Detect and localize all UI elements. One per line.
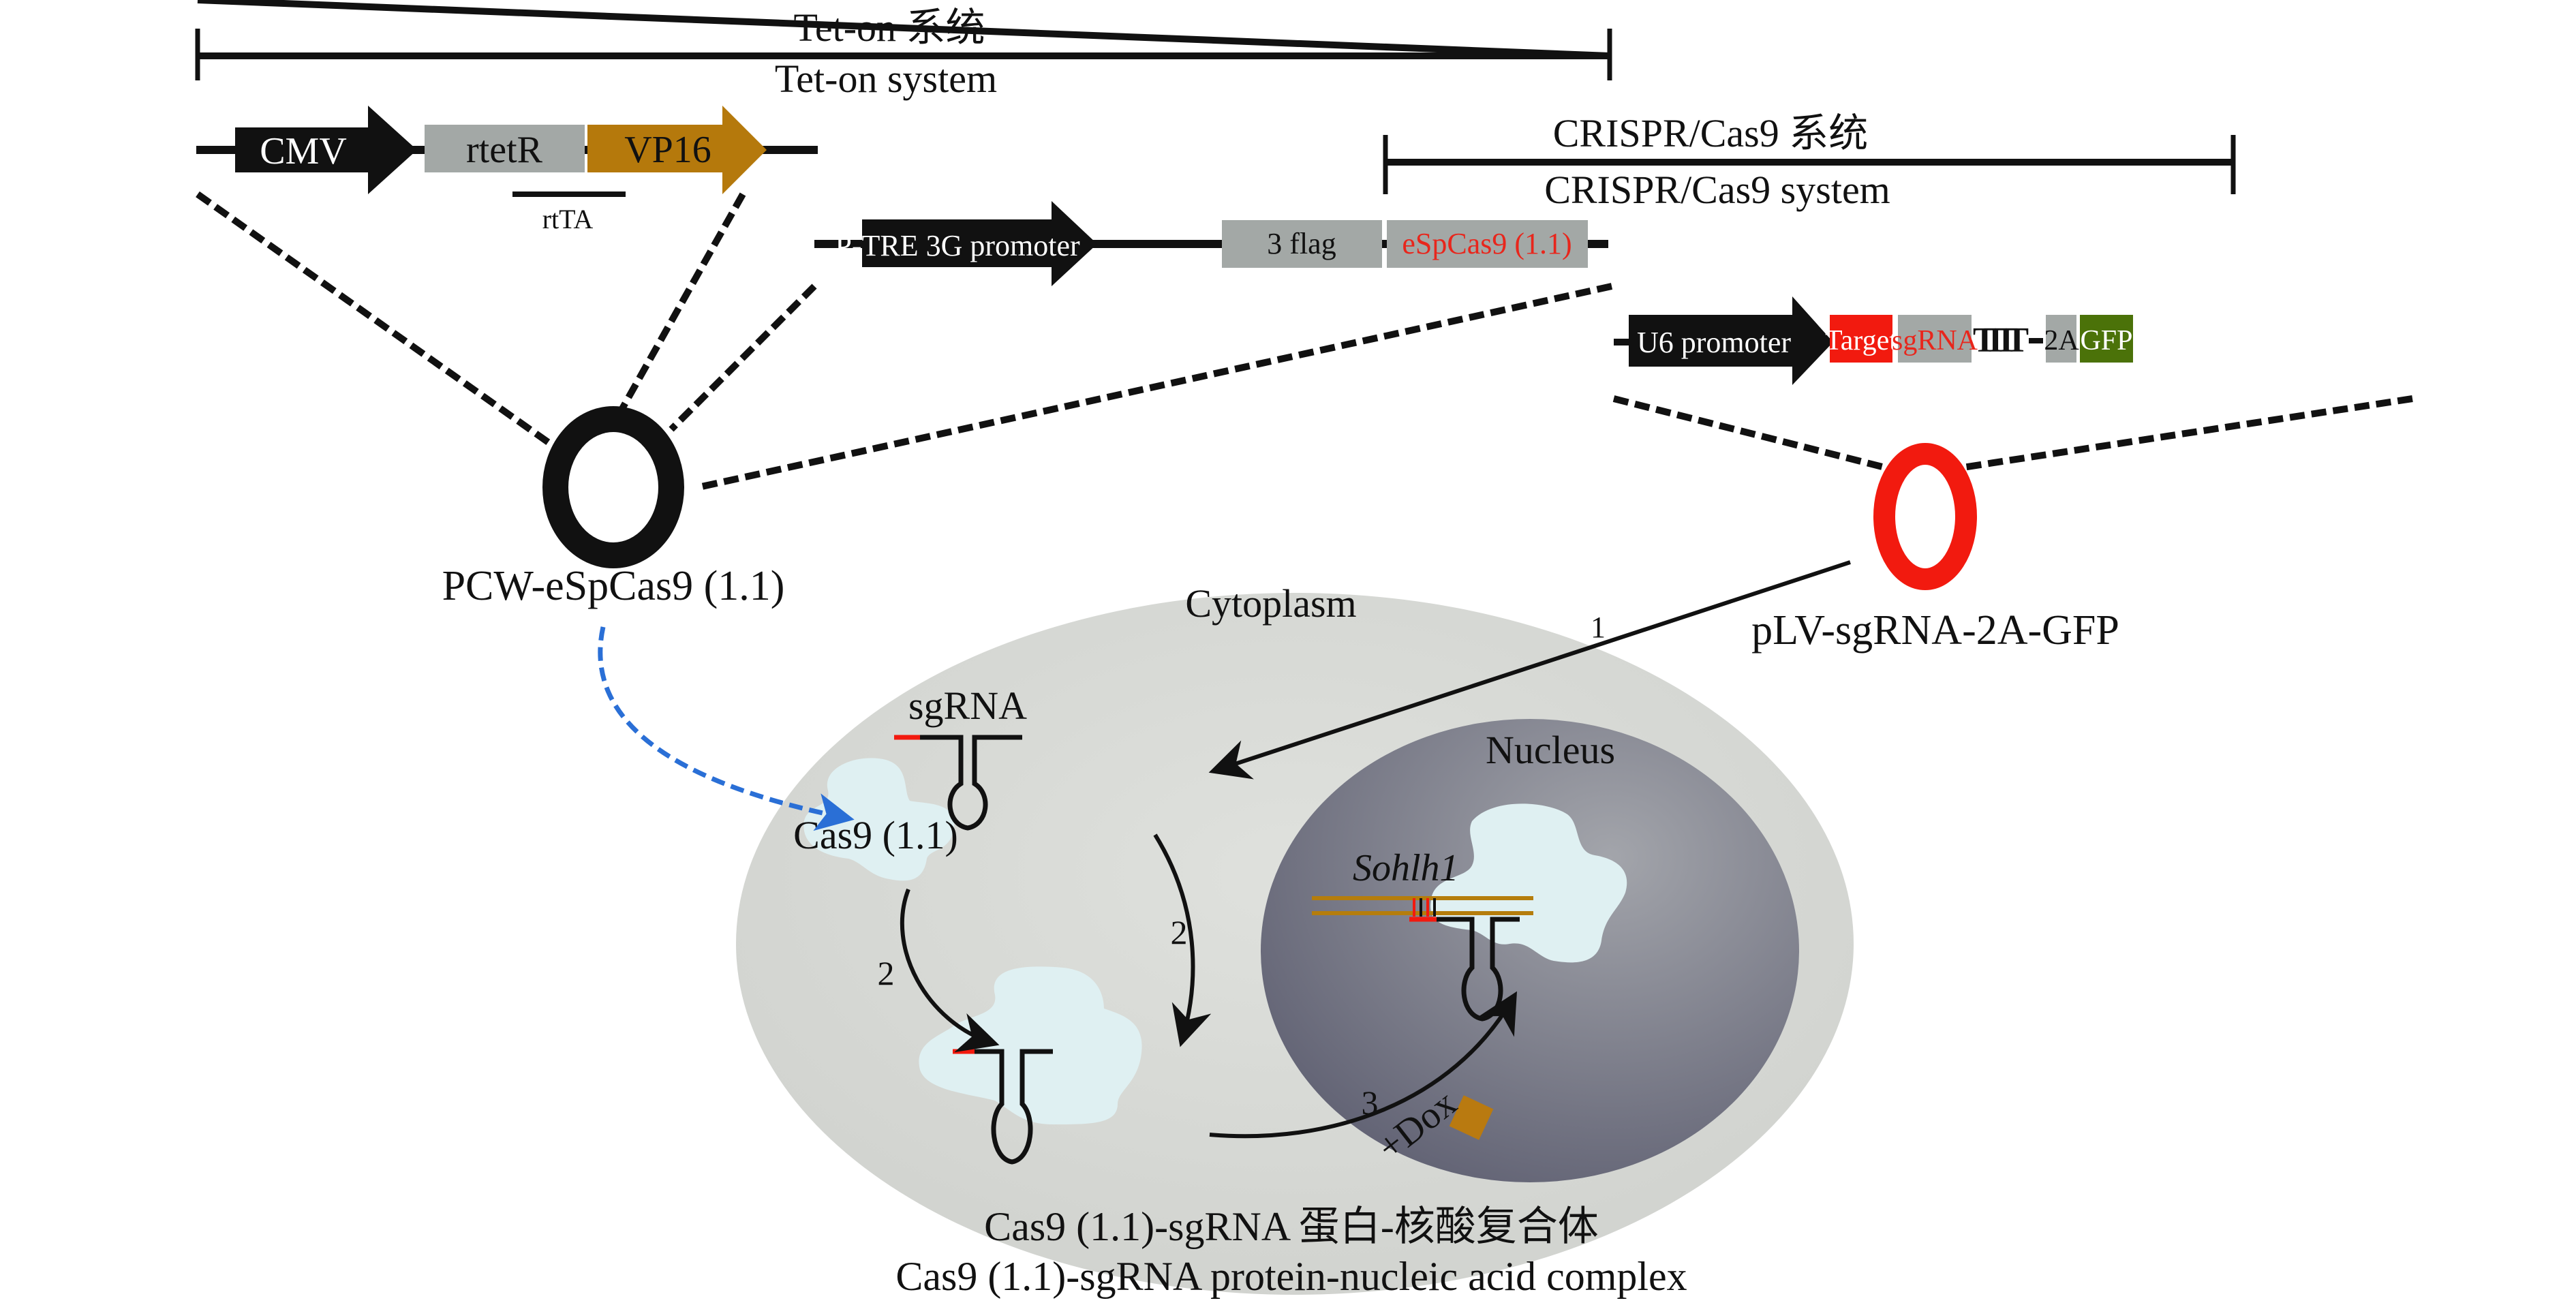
cas9-protein-blob — [803, 758, 955, 881]
cell: Cytoplasm Nucleus Cas9 (1.1) sgRNA Sohlh… — [736, 581, 1854, 1295]
vp16-arrow — [587, 106, 767, 194]
plasmid-left-label: PCW-eSpCas9 (1.1) — [442, 563, 785, 609]
rtetr-box — [425, 125, 585, 172]
espcas9-label: eSpCas9 (1.1) — [1402, 227, 1571, 260]
crispr-title-zh: CRISPR/Cas9 系统 — [1553, 111, 1869, 155]
nuclear-complex-blob — [1430, 803, 1627, 963]
plasmid-plv-sgrna: pLV-sgRNA-2A-GFP — [1751, 443, 2119, 654]
espcas9-box — [1387, 220, 1588, 268]
plasmid-right-label: pLV-sgRNA-2A-GFP — [1751, 607, 2119, 654]
step2-cas9-label: 2 — [878, 954, 895, 992]
plasmid-ring-red — [1873, 443, 1977, 590]
complex-protein-blob — [919, 966, 1142, 1124]
cas9-cassette: P-TRE 3G promoter 3 flag eSpCas9 (1.1) — [814, 201, 1608, 286]
free-sgrna: sgRNA — [894, 684, 1027, 831]
u6-promoter-arrow — [1629, 296, 1833, 385]
gfp-box — [2080, 315, 2133, 363]
tet-on-cassette: CMV rtetR VP16 rtTA — [196, 106, 818, 234]
sgrna-box — [1898, 315, 1972, 363]
step3-label: 3 — [1362, 1084, 1379, 1122]
nucleus — [1261, 719, 1799, 1182]
flag-label: 3 flag — [1267, 227, 1336, 260]
sgrna-cassette: U6 promoter Target sgRNA TTTT 2A GFP — [1614, 296, 2133, 385]
plasmid-ring-black — [542, 406, 684, 568]
ptre-promoter-arrow — [862, 201, 1097, 286]
cas9-protein-label: Cas9 (1.1) — [793, 813, 958, 857]
vp16-label: VP16 — [624, 129, 711, 171]
step1-arrow — [1208, 560, 1851, 780]
rtetr-label: rtetR — [466, 129, 543, 171]
cytoplasm-label: Cytoplasm — [1185, 581, 1356, 626]
base-pairing-ticks — [1413, 898, 1436, 917]
nucleus-label: Nucleus — [1486, 728, 1615, 772]
tttt-label: TTTT — [1973, 321, 2029, 360]
target-label: Target — [1825, 325, 1897, 356]
step2-sgrna-arrow — [1153, 833, 1212, 1047]
crispr-bracket: CRISPR/Cas9 系统 CRISPR/Cas9 system — [1383, 111, 2236, 212]
sgrna-label: sgRNA — [1892, 325, 1978, 356]
tet-on-bracket: Tet-on 系统 Tet-on system — [195, 0, 1612, 101]
step2-cas9-arrow — [900, 888, 1000, 1053]
u6-label: U6 promoter — [1637, 326, 1791, 359]
step3-nuclear-import-arrow — [1209, 991, 1518, 1139]
p2a-box — [2046, 315, 2076, 363]
blue-expression-arrow — [598, 626, 855, 831]
zoom-lines — [196, 191, 2413, 491]
tet-on-title-en: Tet-on system — [775, 57, 997, 101]
step1-label: 1 — [1591, 611, 1606, 644]
plasmid-pcw-espcas9: PCW-eSpCas9 (1.1) — [442, 406, 785, 609]
rtta-label: rtTA — [542, 204, 594, 234]
step2-sgrna-label: 2 — [1171, 913, 1188, 951]
gfp-label: GFP — [2080, 325, 2132, 356]
free-sgrna-label: sgRNA — [908, 684, 1027, 728]
p2a-label: 2A — [2044, 325, 2079, 356]
cmv-label: CMV — [260, 130, 347, 172]
cmv-promoter-arrow — [235, 106, 417, 194]
bracket-line — [197, 0, 1610, 59]
caption-en: Cas9 (1.1)-sgRNA protein-nucleic acid co… — [895, 1254, 1687, 1299]
ptre-label: P-TRE 3G promoter — [835, 229, 1080, 262]
dox-molecule — [1449, 1095, 1494, 1140]
crispr-title-en: CRISPR/Cas9 system — [1544, 168, 1890, 212]
process-arrows: 1 2 2 3 — [598, 560, 1851, 1139]
target-box — [1830, 315, 1892, 363]
gene-label: Sohlh1 — [1353, 847, 1459, 889]
flag-tag-segment — [1222, 220, 1382, 268]
caption-zh: Cas9 (1.1)-sgRNA 蛋白-核酸复合体 — [984, 1204, 1599, 1249]
